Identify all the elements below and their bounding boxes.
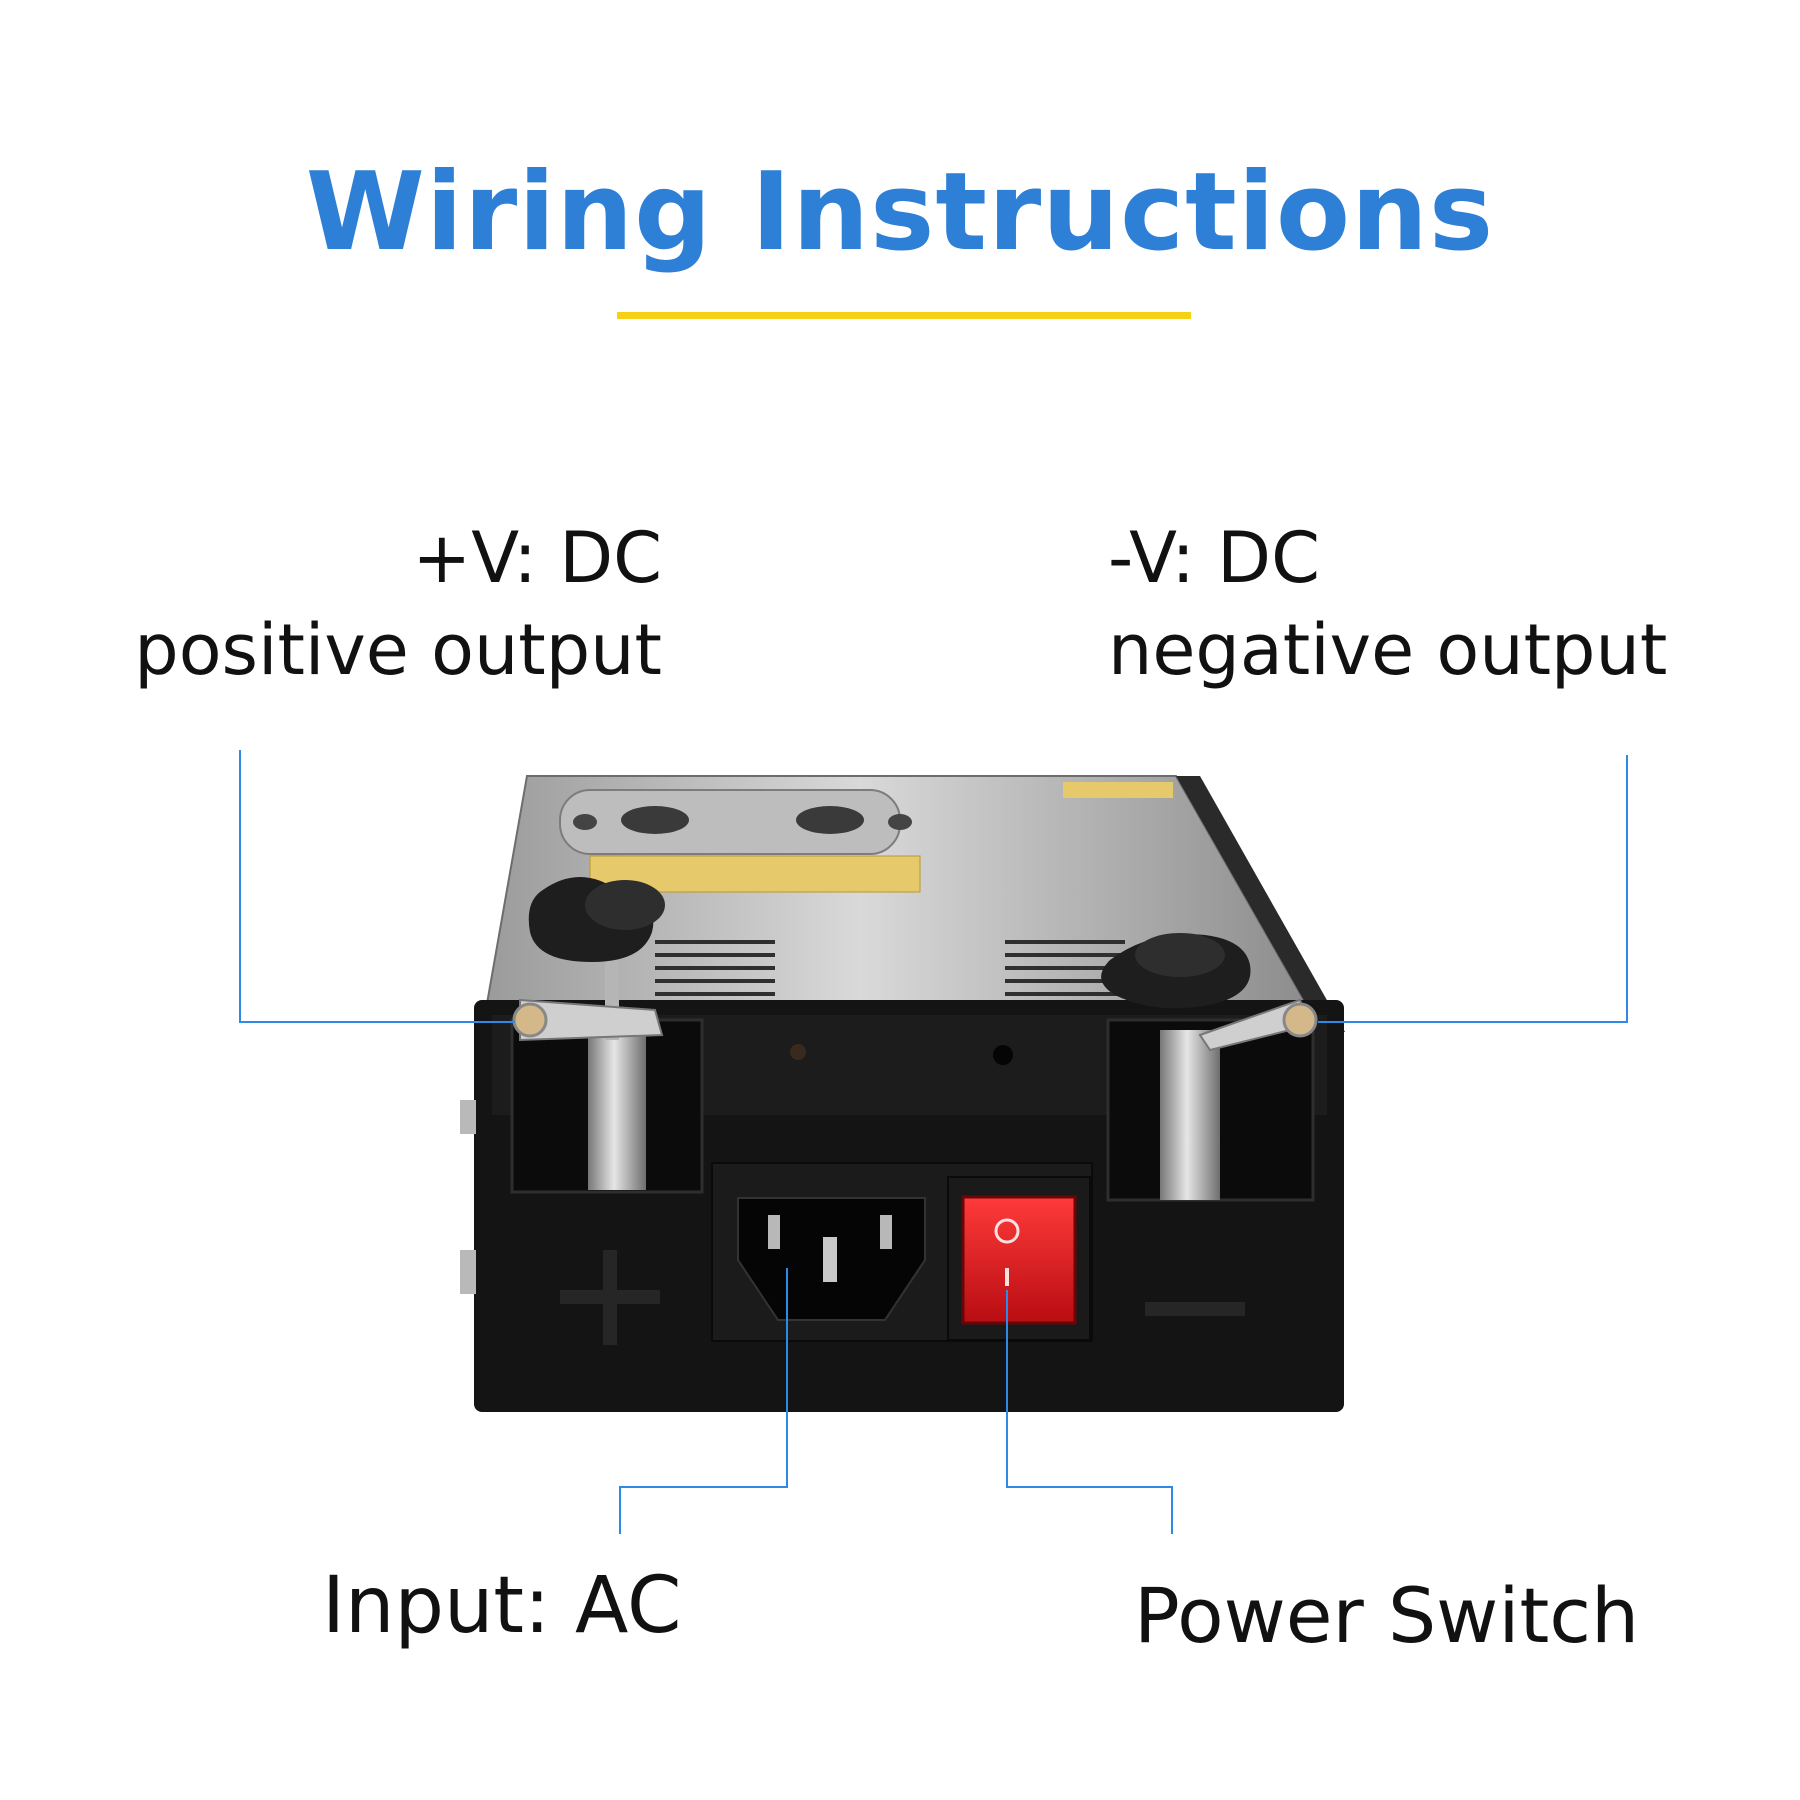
rocker-switch-icon [947,1176,1091,1341]
negative-output-label-line1: -V: DC [1108,517,1320,599]
terminal-knob-icon [528,877,665,962]
switch-leader-line [1006,1290,1173,1534]
positive-terminal [512,877,665,1190]
negative-output-label: -V: DC negative output [1108,512,1667,696]
title-underline [617,312,1191,319]
negative-leader-line [1318,755,1628,1023]
positive-output-label: +V: DC positive output [134,512,662,696]
input-ac-label: Input: AC [322,1561,682,1651]
negative-terminal [1101,933,1318,1200]
page-title: Wiring Instructions [305,150,1495,275]
terminal-knob-icon [1101,933,1251,1009]
input-leader-line [619,1268,788,1534]
positive-output-label-line1: +V: DC [412,517,662,599]
positive-output-label-line2: positive output [134,609,662,691]
positive-leader-line [239,750,515,1023]
positive-symbol-icon [560,1250,660,1345]
power-switch-label: Power Switch [1134,1571,1640,1660]
negative-output-label-line2: negative output [1108,609,1668,691]
leader-lines [239,750,1628,1534]
negative-symbol-icon [1145,1302,1245,1316]
